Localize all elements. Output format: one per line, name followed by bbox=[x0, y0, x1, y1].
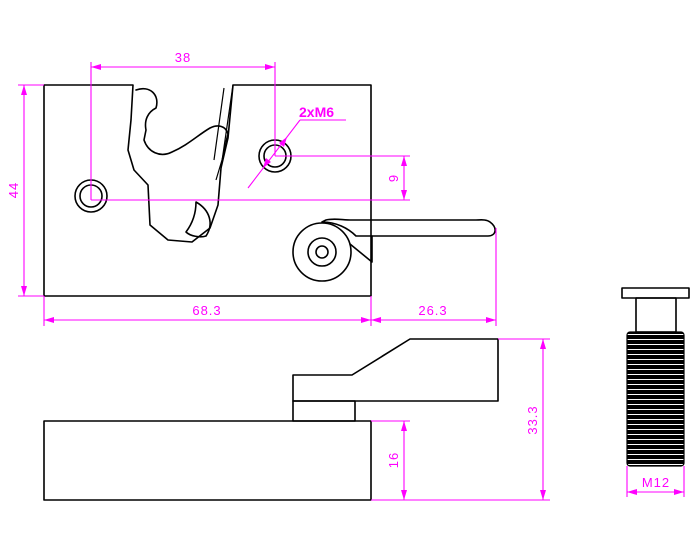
bolt bbox=[621, 287, 690, 467]
handle-lever bbox=[321, 218, 496, 237]
dim-overall-height: 33.3 bbox=[525, 405, 540, 434]
side-pivot-block bbox=[292, 400, 356, 422]
dim-plate-height: 44 bbox=[6, 182, 21, 198]
side-plate bbox=[43, 420, 372, 501]
dim-handle-reach: 26.3 bbox=[418, 303, 447, 318]
dim-hole-offset: 9 bbox=[386, 174, 401, 182]
callout-hole-thread: 2xM6 bbox=[299, 104, 334, 120]
latch-claw bbox=[135, 88, 229, 156]
plate-outline bbox=[43, 84, 372, 297]
side-view bbox=[43, 338, 499, 501]
dim-plate-width: 68.3 bbox=[192, 303, 221, 318]
dim-hole-spacing: 38 bbox=[175, 50, 191, 65]
dim-plate-thickness: 16 bbox=[386, 452, 401, 468]
bolt-head bbox=[621, 287, 690, 299]
dim-bolt-thread: M12 bbox=[642, 475, 670, 490]
bolt-neck bbox=[635, 297, 677, 333]
latch-edge-inner bbox=[213, 87, 225, 161]
bolt-dimensions: M12 bbox=[626, 466, 685, 497]
side-view-dimensions: 33.3 16 bbox=[371, 338, 550, 501]
top-view bbox=[43, 84, 496, 297]
top-view-dimensions: 38 2xM6 9 44 68.3 26.3 bbox=[6, 50, 497, 326]
handle-pivot-middle bbox=[307, 237, 337, 267]
latch-edge bbox=[220, 84, 234, 169]
handle-pivot-inner bbox=[315, 245, 329, 259]
handle-pivot-outer bbox=[292, 222, 352, 282]
latch-roller bbox=[185, 201, 211, 238]
bolt-thread bbox=[626, 331, 685, 467]
handle-lever-arm bbox=[349, 235, 373, 263]
side-handle bbox=[292, 338, 499, 402]
